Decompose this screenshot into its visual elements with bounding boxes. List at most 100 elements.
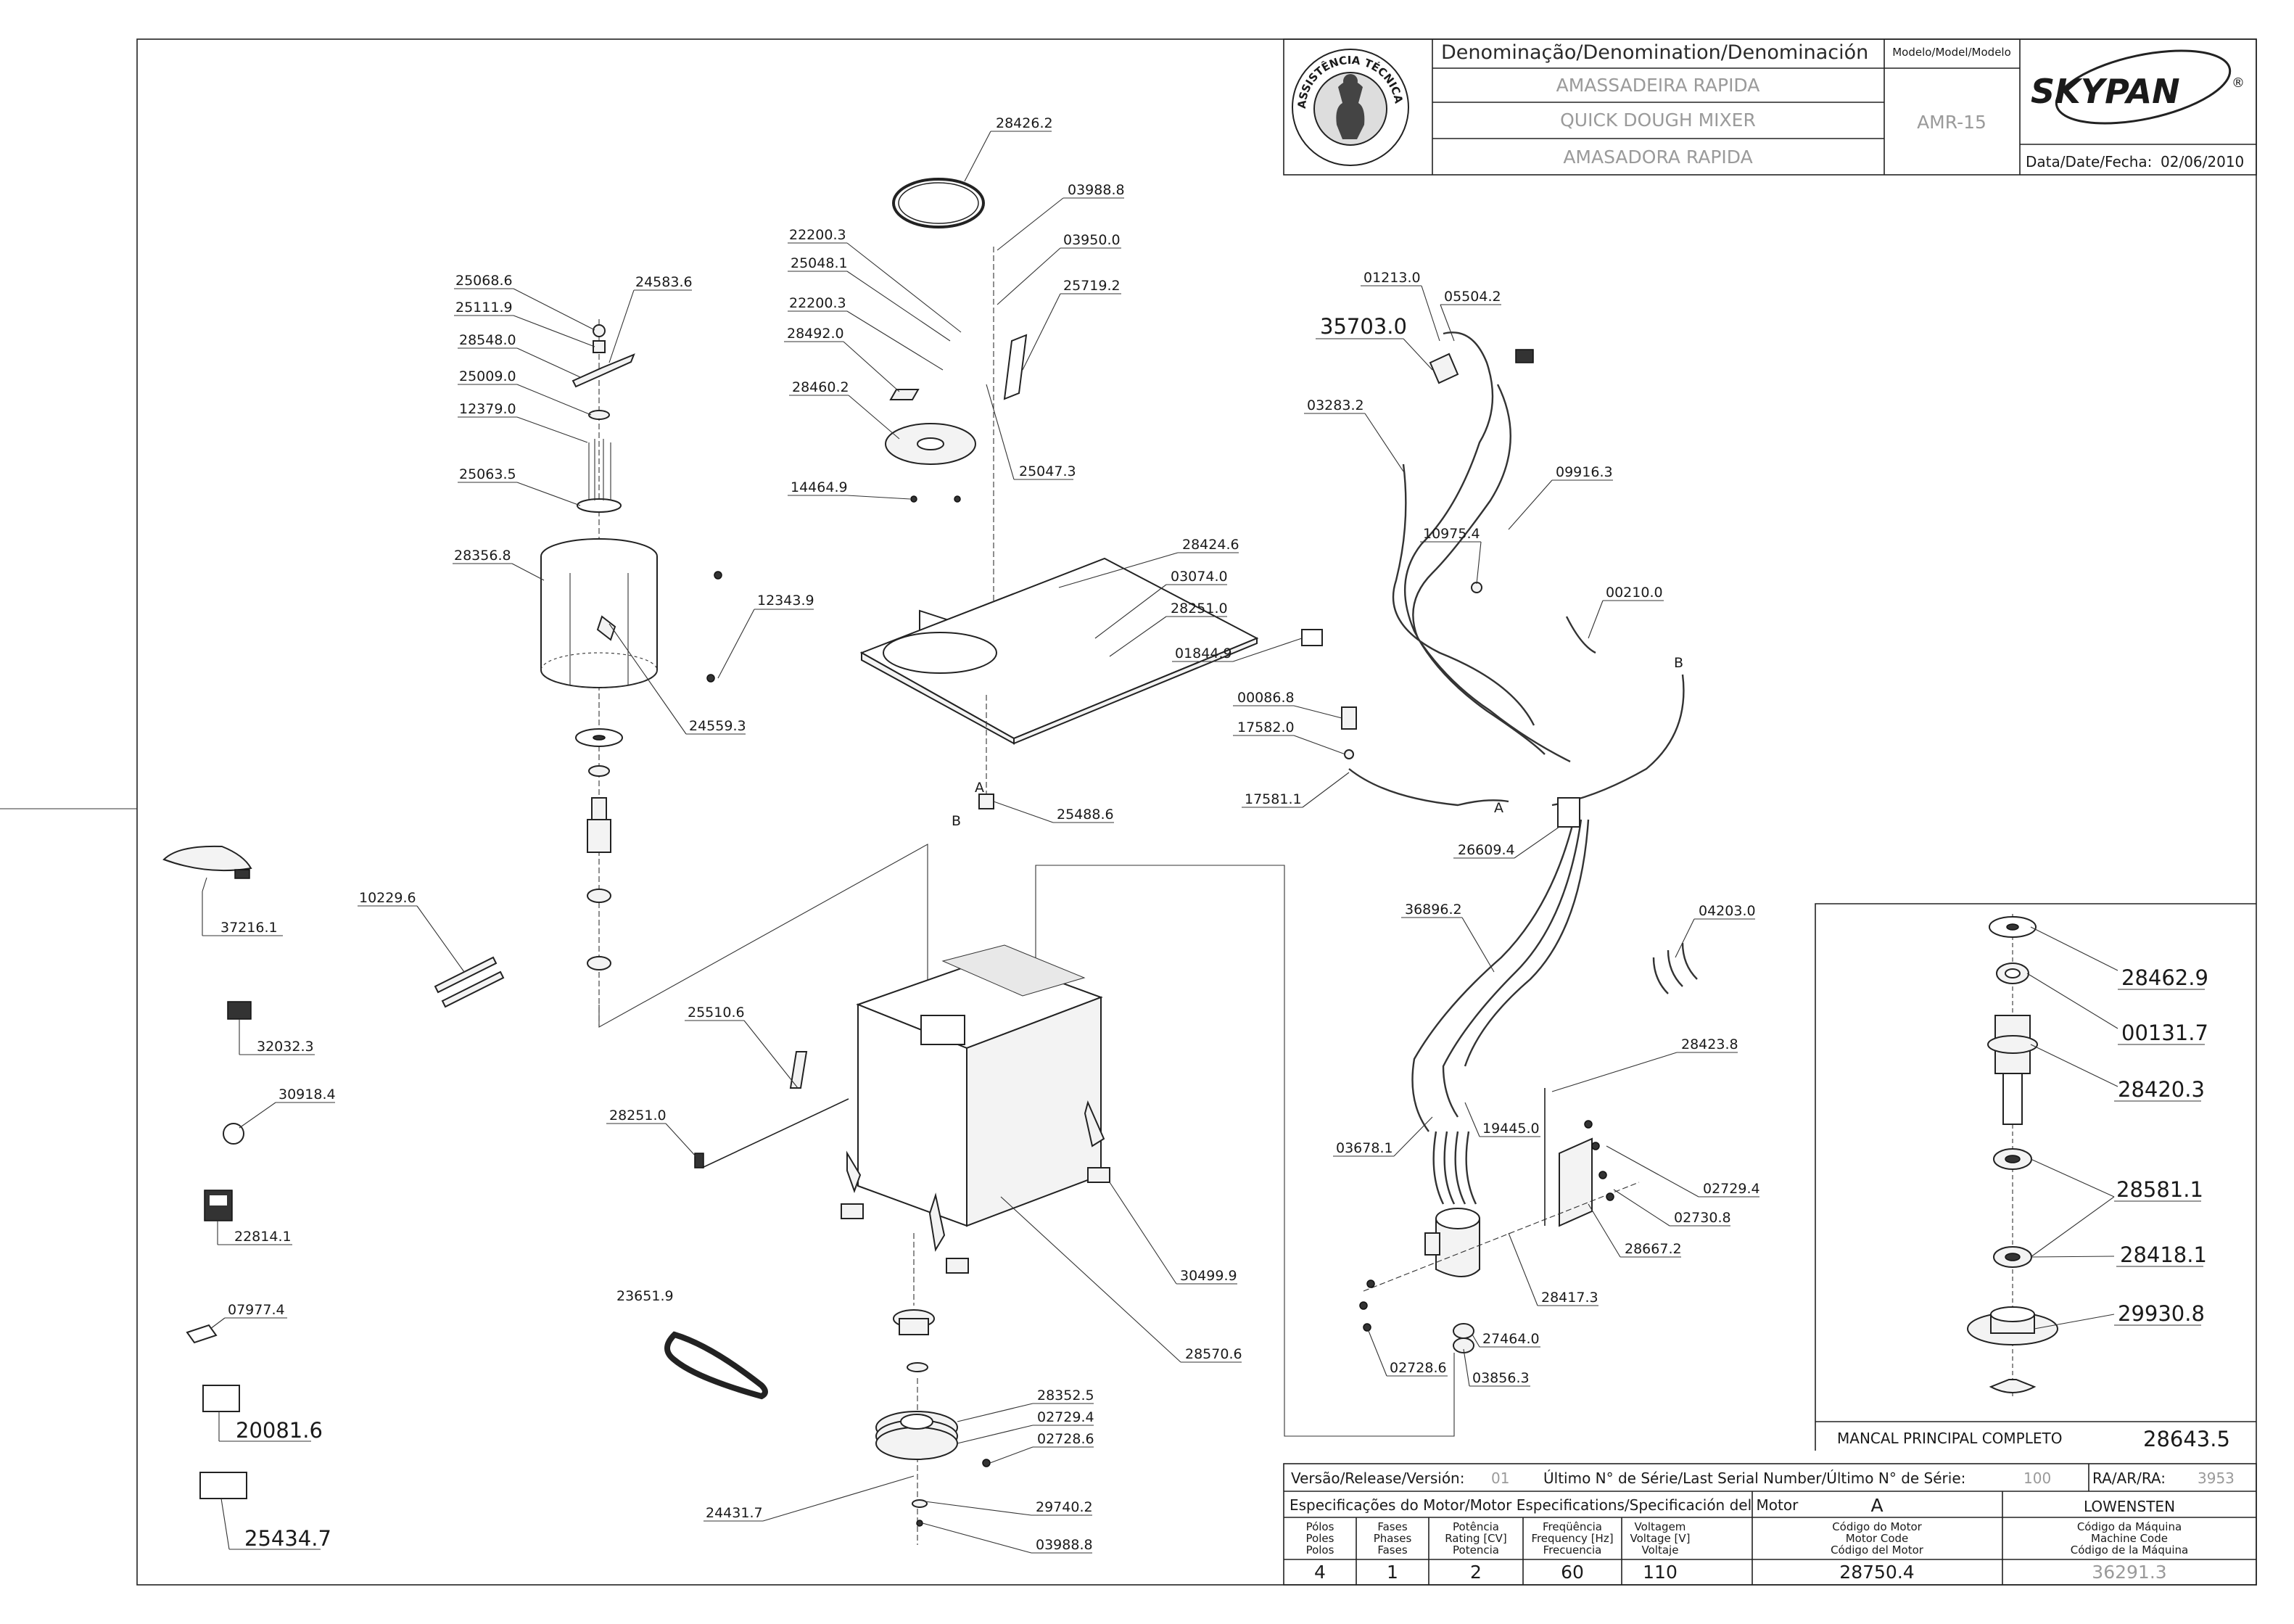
- part-label: 32032.3: [257, 1039, 314, 1055]
- part-label: 36896.2: [1405, 902, 1462, 918]
- svg-text:Phases: Phases: [1374, 1532, 1412, 1545]
- part-label: 28352.5: [1037, 1388, 1094, 1404]
- svg-text:Código del Motor: Código del Motor: [1831, 1543, 1924, 1557]
- part-label: 10975.4: [1423, 526, 1480, 542]
- part-label: 28667.2: [1625, 1241, 1682, 1257]
- svg-text:Código da Máquina: Código da Máquina: [2077, 1520, 2182, 1533]
- detail-part-label: 28462.9: [2121, 965, 2208, 990]
- part-label: 02730.8: [1674, 1210, 1731, 1226]
- name-pt: AMASSADEIRA RAPIDA: [1556, 75, 1760, 96]
- part-label: 04203.0: [1699, 903, 1756, 919]
- part-label: 09916.3: [1556, 464, 1613, 480]
- svg-text:Potencia: Potencia: [1453, 1543, 1499, 1557]
- svg-text:Voltagem: Voltagem: [1635, 1520, 1686, 1533]
- part-label: 25048.1: [791, 255, 848, 271]
- part-label: 28356.8: [454, 548, 511, 564]
- svg-text:Voltaje: Voltaje: [1642, 1543, 1679, 1557]
- electrical-harness: A B: [1301, 331, 1698, 1132]
- detail-part-label: 28581.1: [2116, 1177, 2203, 1202]
- date-value: 02/06/2010: [2161, 153, 2244, 170]
- phases-value: 1: [1387, 1562, 1398, 1583]
- part-label: 25719.2: [1063, 278, 1121, 294]
- part-label: 24559.3: [689, 718, 746, 734]
- svg-text:Frecuencia: Frecuencia: [1543, 1543, 1602, 1557]
- revision-block: Versão/Release/Versión: 01 Último N° de …: [1283, 1463, 2257, 1586]
- motor-spec-label: Especificações do Motor/Motor Especifica…: [1290, 1496, 1799, 1514]
- part-label: 35703.0: [1320, 314, 1407, 339]
- part-label: 03856.3: [1472, 1370, 1530, 1386]
- part-label: 25434.7: [244, 1526, 331, 1551]
- detail-part-label: 29930.8: [2118, 1301, 2205, 1326]
- svg-text:Freqüência: Freqüência: [1543, 1520, 1602, 1533]
- part-label: 25510.6: [688, 1005, 745, 1021]
- part-label: 28423.8: [1681, 1036, 1738, 1052]
- svg-text:Potência: Potência: [1453, 1520, 1499, 1533]
- part-label: 12343.9: [757, 593, 814, 609]
- model-header: Modelo/Model/Modelo: [1892, 46, 2011, 59]
- version-label: Versão/Release/Versión:: [1291, 1470, 1464, 1487]
- pulley-assembly: [875, 1309, 991, 1545]
- voltage-value: 110: [1643, 1562, 1678, 1583]
- part-label: 28417.3: [1541, 1290, 1598, 1306]
- ra-value: 3953: [2198, 1470, 2235, 1487]
- part-label: 25068.6: [455, 273, 513, 289]
- name-es: AMASADORA RAPIDA: [1563, 147, 1752, 168]
- part-label: 28424.6: [1182, 537, 1239, 553]
- part-label: 22814.1: [234, 1229, 292, 1245]
- marker-a: A: [1494, 800, 1503, 816]
- name-en: QUICK DOUGH MIXER: [1560, 110, 1756, 131]
- part-label: 19445.0: [1482, 1121, 1540, 1137]
- part-label: 25009.0: [459, 368, 516, 384]
- part-label: 24583.6: [635, 274, 693, 290]
- bowl-assembly: [540, 319, 928, 1028]
- detail-code: 28643.5: [2143, 1427, 2230, 1451]
- accessory-items: 37216.1 10229.6 32032.3 30918.4 22814.1 …: [162, 845, 505, 1551]
- motor-assembly: [1359, 1088, 1640, 1353]
- frequency-value: 60: [1561, 1562, 1584, 1583]
- pulley-labels: 28352.5 02729.4 02728.6 24431.7 29740.2 …: [704, 1388, 1094, 1554]
- part-label: 02729.4: [1037, 1409, 1094, 1425]
- svg-text:Pólos: Pólos: [1306, 1520, 1334, 1533]
- part-label: 20081.6: [236, 1418, 323, 1443]
- part-label: 22200.3: [789, 227, 846, 243]
- detail-part-label: 28420.3: [2118, 1077, 2205, 1102]
- svg-text:Frequency [Hz]: Frequency [Hz]: [1531, 1532, 1613, 1545]
- part-label: 24431.7: [706, 1505, 763, 1521]
- part-label: 00210.0: [1606, 585, 1663, 601]
- part-label: 23651.9: [616, 1288, 674, 1304]
- model-value: AMR-15: [1917, 112, 1986, 133]
- part-label: 22200.3: [789, 295, 846, 311]
- machine-code-value: 36291.3: [2092, 1562, 2166, 1583]
- ra-label: RA/AR/RA:: [2092, 1470, 2166, 1487]
- part-label: 27464.0: [1482, 1331, 1540, 1347]
- part-label: 03678.1: [1336, 1140, 1393, 1156]
- part-label: 03074.0: [1171, 569, 1228, 585]
- cabinet: [694, 865, 1455, 1437]
- version-value: 01: [1491, 1470, 1509, 1487]
- motor-spec-columns: Pólos Poles Polos 4 Fases Phases Fases 1…: [1306, 1520, 2189, 1583]
- part-label: 03283.2: [1307, 397, 1364, 413]
- authorized-service-seal: ASSISTÊNCIA TÉCNICA AUTORIZADA: [0, 0, 1409, 166]
- bowl-labels: 25068.6 24583.6 25111.9 28548.0 25009.0 …: [453, 273, 814, 735]
- svg-text:Polos: Polos: [1306, 1543, 1334, 1557]
- motor-code-value: 28750.4: [1839, 1562, 1914, 1583]
- svg-text:Voltage [V]: Voltage [V]: [1630, 1532, 1691, 1545]
- lid-labels: 28426.2 03988.8 22200.3 03950.0 25048.1 …: [784, 115, 1125, 500]
- part-label: 07977.4: [228, 1302, 285, 1318]
- belt: [664, 1331, 768, 1400]
- svg-text:Machine Code: Machine Code: [2091, 1532, 2168, 1545]
- part-label: 17582.0: [1237, 720, 1295, 735]
- part-label: 25488.6: [1057, 807, 1114, 823]
- part-label: 14464.9: [791, 479, 848, 495]
- svg-text:Fases: Fases: [1377, 1543, 1407, 1557]
- part-label: 02728.6: [1390, 1360, 1447, 1376]
- marker-b: B: [952, 813, 961, 829]
- part-label: 12379.0: [459, 401, 516, 417]
- part-label: 00086.8: [1237, 690, 1295, 706]
- part-label: 30499.9: [1180, 1268, 1237, 1284]
- rating-value: 2: [1470, 1562, 1482, 1583]
- svg-text:SKYPAN: SKYPAN: [2031, 72, 2180, 111]
- part-label: 29740.2: [1036, 1499, 1093, 1515]
- part-label: 03988.8: [1068, 182, 1125, 198]
- part-label: 02728.6: [1037, 1431, 1094, 1447]
